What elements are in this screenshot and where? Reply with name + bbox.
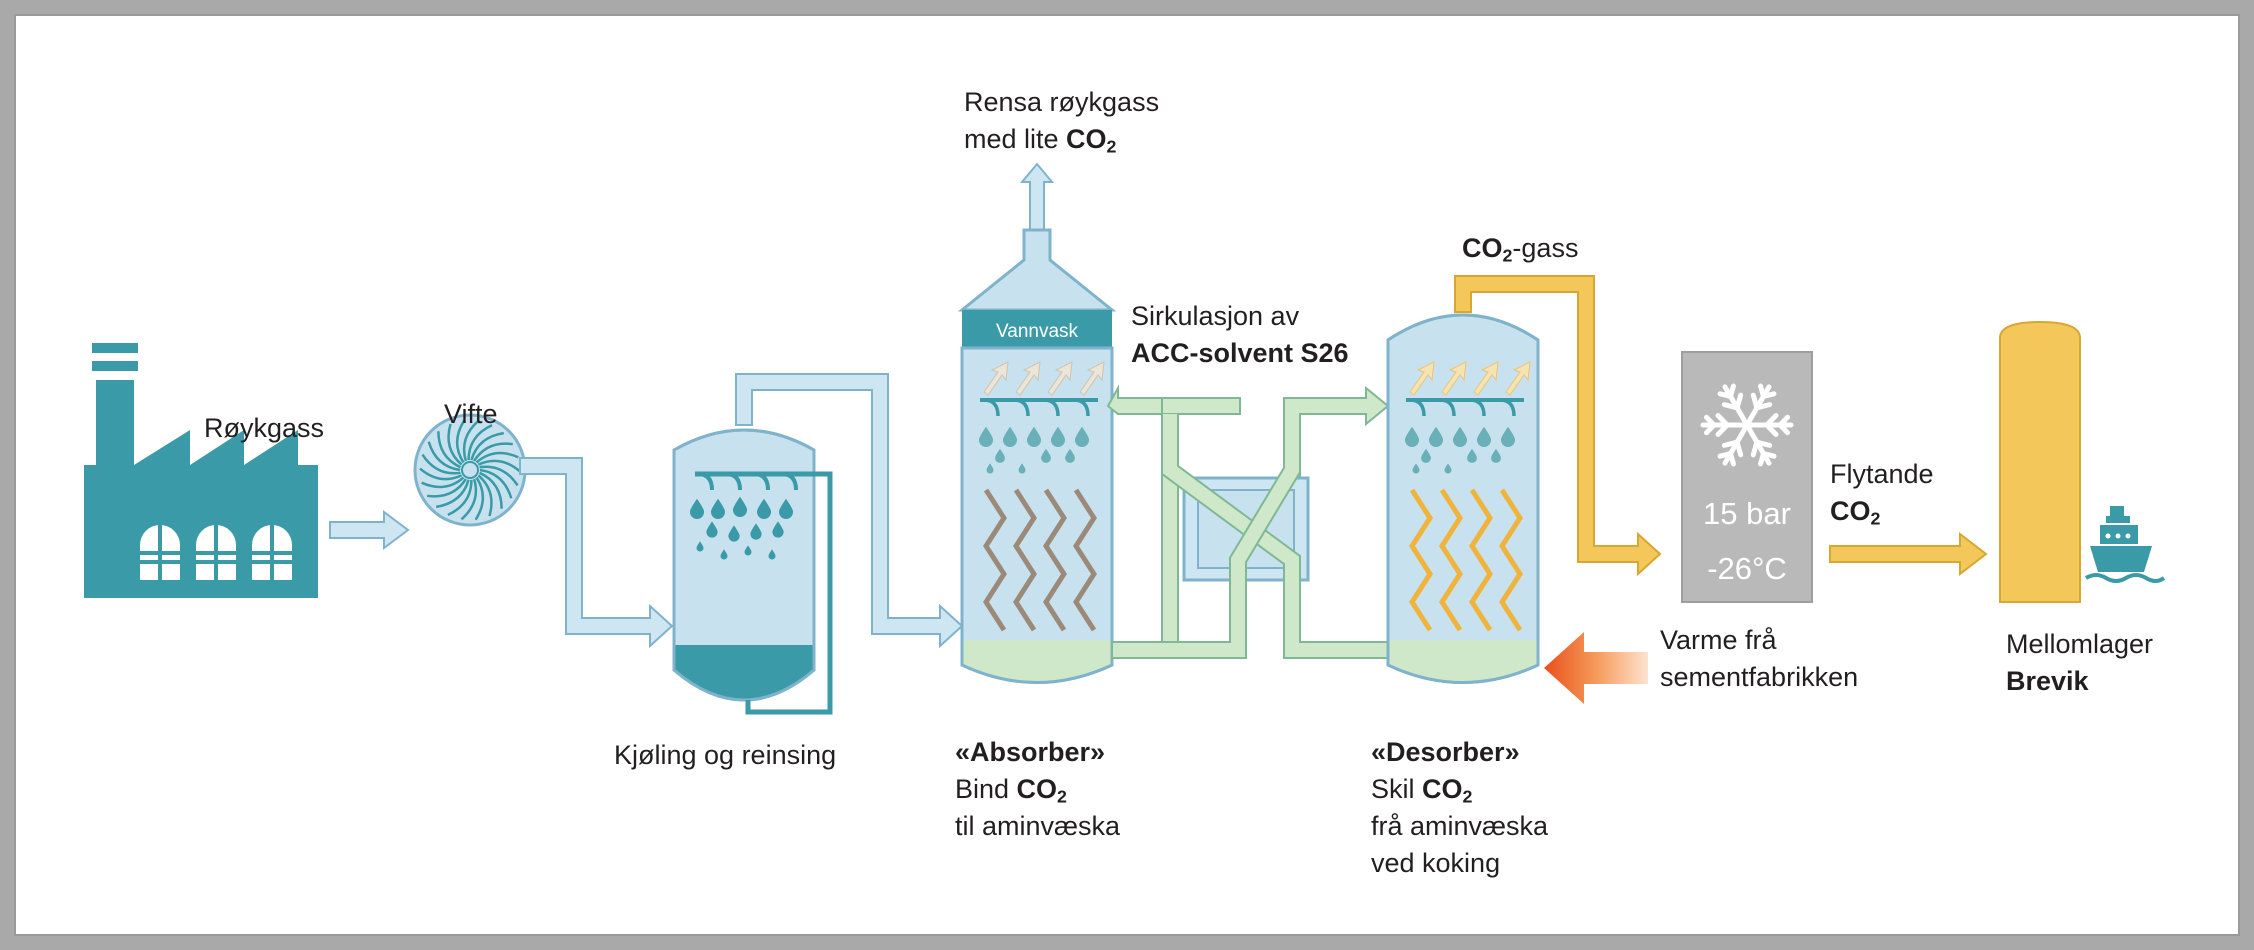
storage-line1: Mellomlager — [2006, 629, 2154, 659]
pipe-fan-to-cooler — [519, 457, 674, 649]
liquid-line2: CO2 — [1830, 496, 1881, 529]
cooling-label: Kjøling og reinsing — [614, 740, 837, 770]
liquid-line1: Flytande — [1830, 459, 1934, 489]
storage-line2: Brevik — [2006, 666, 2089, 696]
pipe-co2-gas — [1454, 275, 1662, 577]
ship-icon — [2084, 506, 2166, 583]
absorber-title: «Absorber» — [955, 737, 1106, 767]
heat-line1: Varme frå — [1660, 625, 1777, 655]
temperature-label: -26°C — [1707, 551, 1787, 586]
clean-gas-line2: med lite CO2 — [964, 124, 1117, 157]
flue-gas-label: Røykgass — [204, 413, 325, 443]
absorber-line2: Bind CO2 — [955, 774, 1067, 807]
heat-exchanger — [1161, 414, 1310, 640]
desorber-line4: ved koking — [1371, 848, 1501, 878]
storage-label: Mellomlager Brevik — [2006, 626, 2153, 700]
fan-label: Vifte — [444, 399, 498, 429]
clean-gas-line1: Rensa røykgass — [964, 87, 1160, 117]
desorber-column — [1386, 313, 1540, 684]
storage-tank — [1999, 320, 2081, 603]
snowflake-icon — [1700, 383, 1794, 467]
absorber-label: «Absorber» Bind CO2 til aminvæska — [955, 734, 1120, 845]
circulation-label: Sirkulasjon av ACC-solvent S26 — [1131, 298, 1349, 372]
desorber-line3: frå aminvæska — [1371, 811, 1549, 841]
co2-gas-label: CO2-gass — [1462, 233, 1579, 266]
heat-line2: sementfabrikken — [1660, 662, 1859, 692]
heat-arrow — [1544, 632, 1648, 704]
circulation-line1: Sirkulasjon av — [1131, 301, 1300, 331]
desorber-label: «Desorber» Skil CO2 frå aminvæska ved ko… — [1371, 734, 1548, 882]
circulation-line2: ACC-solvent S26 — [1131, 338, 1349, 368]
liquid-co2-label: Flytande CO2 — [1830, 456, 1934, 530]
pipe-cooler-to-absorber — [735, 373, 964, 649]
water-wash-label: Vannvask — [996, 321, 1079, 342]
desorber-title: «Desorber» — [1371, 737, 1520, 767]
desorber-line2: Skil CO2 — [1371, 774, 1473, 807]
cooling-tower — [672, 428, 833, 715]
pressure-label: 15 bar — [1703, 496, 1791, 531]
absorber-column — [957, 162, 1117, 684]
pipe-factory-to-fan — [329, 510, 410, 550]
clean-gas-label: Rensa røykgass med lite CO2 — [964, 84, 1159, 158]
diagram-frame — [14, 14, 2240, 936]
liquefaction-unit — [1681, 351, 1813, 603]
factory-icon — [84, 343, 318, 598]
heat-label: Varme frå sementfabrikken — [1660, 622, 1858, 696]
absorber-line3: til aminvæska — [955, 811, 1121, 841]
pipe-liquid-co2 — [1829, 531, 1988, 577]
